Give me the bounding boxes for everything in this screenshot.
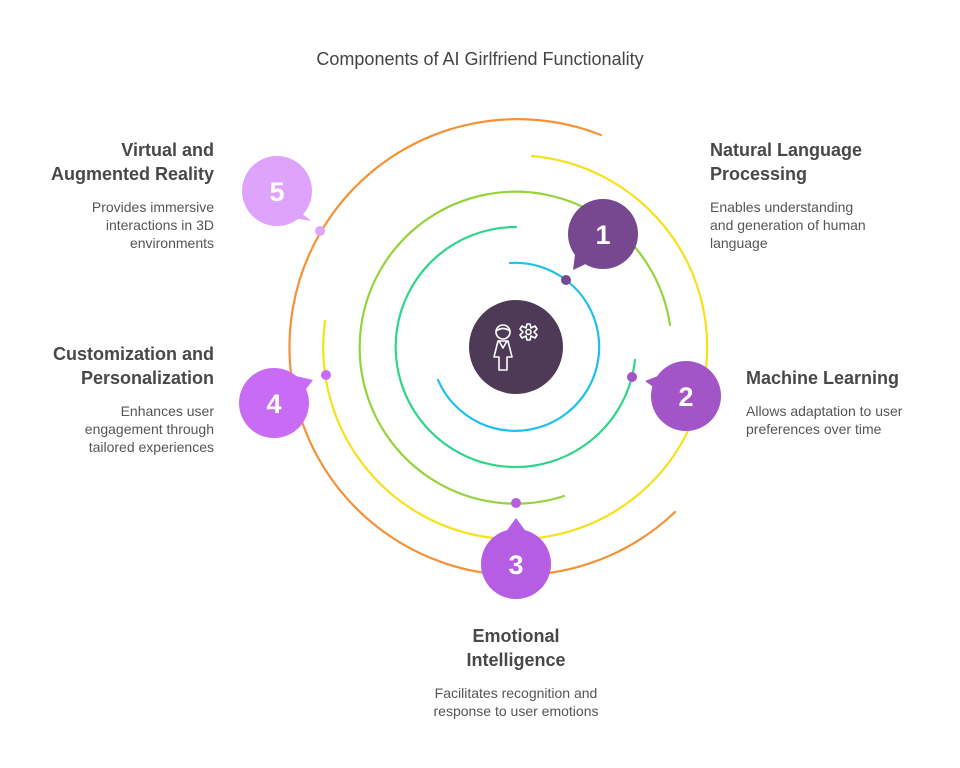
diagram-title: Components of AI Girlfriend Functionalit… [316, 49, 644, 69]
connector-dot-1 [561, 275, 571, 285]
component-desc-line: language [710, 235, 768, 251]
component-title-line: Customization and [53, 344, 214, 364]
component-desc-line: tailored experiences [88, 439, 214, 455]
connector-dot-3 [511, 498, 521, 508]
component-title-line: Machine Learning [746, 368, 900, 388]
badge-5: 5 [242, 156, 312, 226]
svg-text:4: 4 [266, 389, 281, 419]
ring-green-arc [394, 225, 637, 469]
svg-text:5: 5 [269, 177, 284, 207]
component-title-line: Processing [710, 164, 808, 184]
svg-text:2: 2 [678, 382, 693, 412]
component-desc-line: Enhances user [120, 403, 214, 419]
badge-1: 1 [568, 199, 638, 270]
connector-dot-2 [627, 372, 637, 382]
badge-4: 4 [239, 368, 313, 438]
component-title-line: Intelligence [466, 650, 566, 670]
component-desc-line: Allows adaptation to user [746, 403, 903, 419]
component-title-line: Virtual and [121, 140, 214, 160]
component-desc-line: Enables understanding [710, 199, 854, 215]
component-desc-line: Provides immersive [91, 199, 214, 215]
component-title-line: Personalization [80, 368, 214, 388]
component-title-line: Emotional [472, 626, 560, 646]
ring-yellow-arc [322, 154, 709, 541]
svg-text:3: 3 [508, 550, 523, 580]
component-2-ml: Machine Learning Allows adaptation to us… [746, 366, 956, 438]
component-desc-line: preferences over time [746, 421, 882, 437]
component-desc-line: response to user emotions [433, 703, 599, 719]
badge-2: 2 [645, 361, 721, 431]
svg-text:1: 1 [595, 220, 610, 250]
connector-dot-4 [321, 370, 331, 380]
component-title-line: Augmented Reality [50, 164, 214, 184]
person-gear-icon [493, 323, 538, 371]
component-desc-line: Facilitates recognition and [434, 685, 598, 701]
center-circle [469, 300, 563, 394]
component-desc-line: interactions in 3D [105, 217, 214, 233]
badge-3: 3 [481, 518, 551, 599]
component-title-line: Natural Language [710, 140, 863, 160]
connector-dot-5 [315, 226, 325, 236]
component-desc-line: and generation of human [710, 217, 866, 233]
component-desc-line: engagement through [84, 421, 214, 437]
component-desc-line: environments [129, 235, 214, 251]
